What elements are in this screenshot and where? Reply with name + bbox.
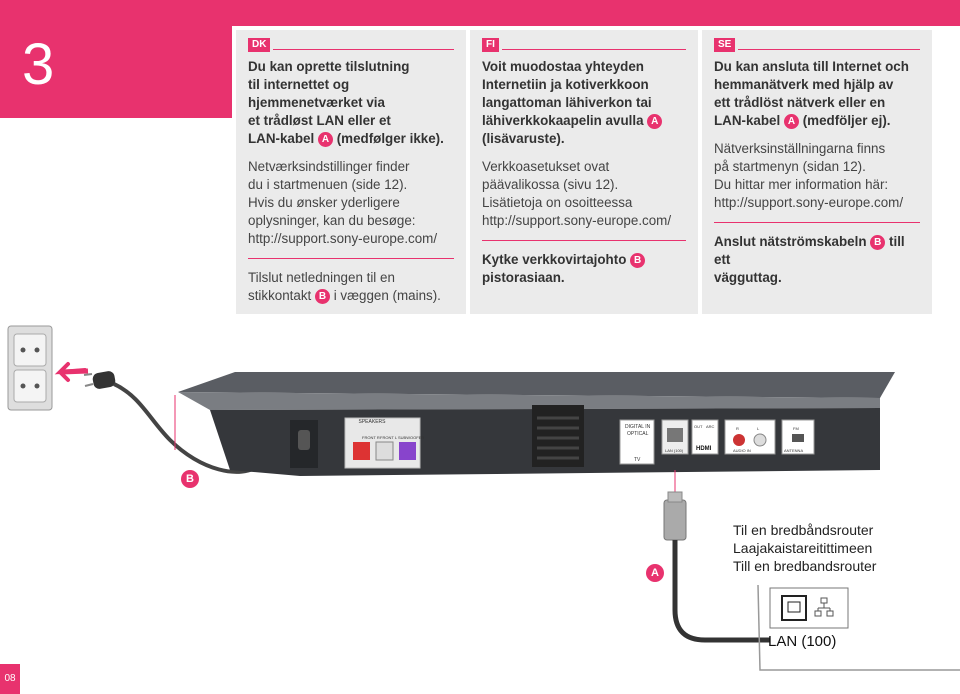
- se-settings: Nätverksinställningarna finns på startme…: [714, 141, 904, 210]
- dk-power: Tilslut netledningen til en stikkontakt …: [248, 270, 441, 304]
- language-tag-fi: FI: [482, 38, 499, 52]
- badge-a: A: [317, 132, 333, 147]
- dk-settings: Netværksindstillinger finder du i startm…: [248, 159, 438, 246]
- se-intro: Du kan ansluta till Internet och hemmanä…: [714, 59, 909, 129]
- router-lan-label: LAN (100): [768, 633, 837, 650]
- label-arc: ARC: [706, 424, 715, 429]
- callout-a: A: [646, 564, 664, 582]
- label-subwoofer: SUBWOOFER: [398, 435, 424, 440]
- label-front-r: FRONT R: [362, 435, 380, 440]
- fi-settings: Verkkoasetukset ovat päävalikossa (sivu …: [482, 159, 672, 228]
- label-r: R: [736, 426, 739, 431]
- label-hdmi: HDMI: [696, 446, 712, 452]
- router-destination-labels: Til en bredbåndsrouter Laajakaistareitit…: [733, 522, 877, 574]
- column-danish: DK Du kan oprette tilslutning til intern…: [236, 30, 466, 314]
- label-hdmi-out: OUT: [694, 424, 703, 429]
- callout-b: B: [181, 470, 199, 488]
- badge-a: A: [647, 114, 663, 129]
- label-lan-port: LAN (100): [665, 448, 684, 453]
- fi-power: Kytke verkkovirtajohto B pistorasiaan.: [482, 251, 686, 287]
- label-tv: TV: [634, 457, 641, 463]
- step-box: 3: [0, 26, 232, 118]
- language-tag-se: SE: [714, 38, 736, 52]
- se-power: Anslut nätströmskabeln B till ett väggut…: [714, 234, 905, 285]
- label-optical: OPTICAL: [627, 431, 649, 437]
- router-lan-port-icon: [757, 584, 960, 671]
- top-accent-bar: [0, 0, 960, 26]
- column-finnish: FI Voit muodostaa yhteyden Internetiin j…: [470, 30, 698, 314]
- label-front-l: FRONT L: [380, 435, 398, 440]
- language-tag-dk: DK: [248, 38, 271, 52]
- label-fm: FM: [793, 426, 799, 431]
- fi-intro: Voit muodostaa yhteyden Internetiin ja k…: [482, 58, 686, 148]
- home-theater-device: [178, 372, 895, 476]
- column-swedish: SE Du kan ansluta till Internet och hemm…: [702, 30, 932, 314]
- wall-outlet-icon: [7, 325, 53, 411]
- se-support-link[interactable]: http://support.sony-europe.com/: [714, 195, 904, 210]
- badge-b: B: [870, 235, 886, 250]
- step-number: 3: [22, 32, 55, 97]
- lan-cable-icon: [663, 491, 770, 643]
- badge-a: A: [783, 114, 799, 129]
- label-l: L: [757, 426, 760, 431]
- label-digital-in: DIGITAL IN: [625, 424, 651, 430]
- page-number: 08: [0, 664, 20, 694]
- label-speakers: SPEAKERS: [359, 419, 387, 425]
- dk-support-link[interactable]: http://support.sony-europe.com/: [248, 231, 438, 246]
- fi-support-link[interactable]: http://support.sony-europe.com/: [482, 213, 672, 228]
- dk-intro: Du kan oprette tilslutning til internett…: [248, 59, 444, 147]
- label-antenna: ANTENNA: [784, 448, 803, 453]
- badge-b: B: [630, 253, 646, 268]
- connection-illustration: SPEAKERS FRONT R FRONT L SUBWOOFER DIGIT…: [7, 325, 960, 671]
- badge-b: B: [315, 289, 330, 304]
- label-audio-in: AUDIO IN: [733, 448, 751, 453]
